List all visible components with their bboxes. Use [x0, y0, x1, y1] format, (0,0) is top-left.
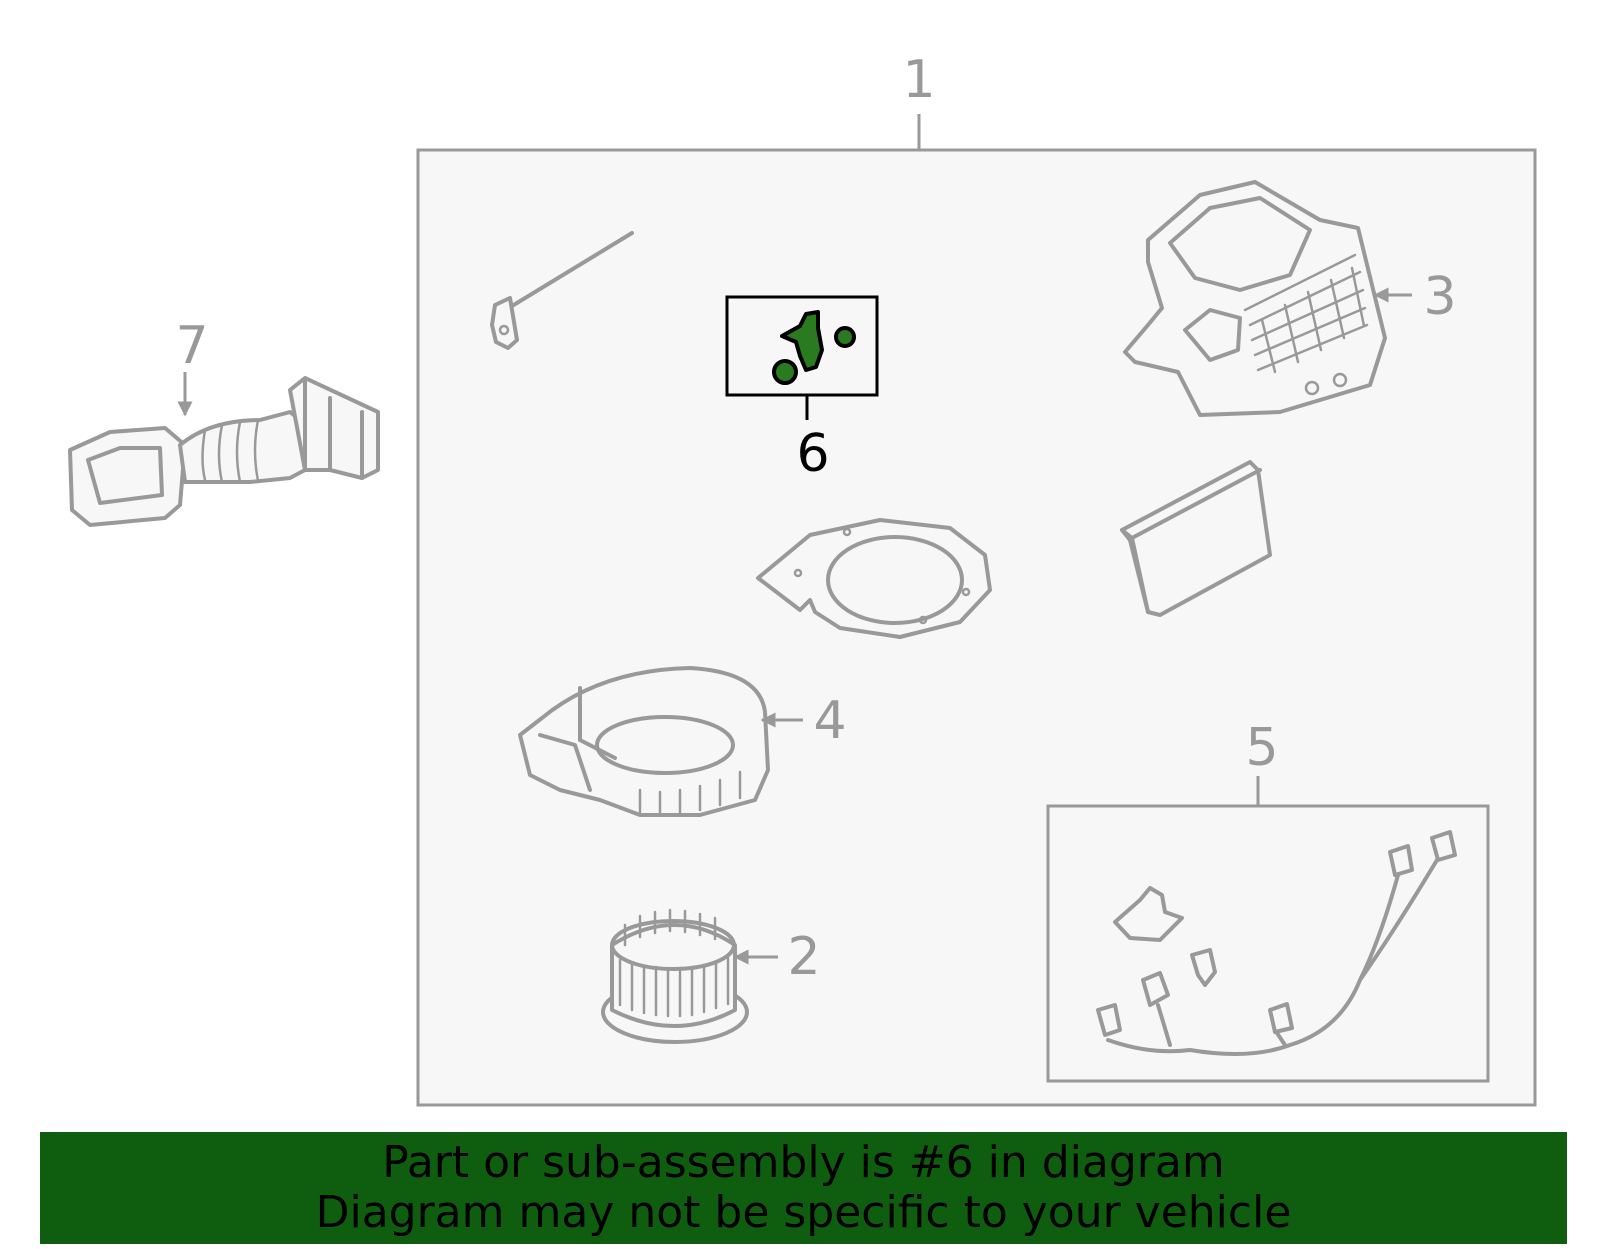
callout-6[interactable]: 6	[796, 424, 829, 484]
part-6-box[interactable]	[725, 295, 879, 420]
part-4-blower-case[interactable]	[518, 666, 770, 817]
part-5-wiring-harness[interactable]	[1096, 830, 1457, 1056]
part-7-air-duct[interactable]	[68, 376, 380, 527]
callout-1[interactable]: 1	[902, 50, 935, 110]
part-3-blower-housing[interactable]	[1123, 180, 1387, 417]
part-6-clips[interactable]	[772, 310, 856, 385]
banner-line-1: Part or sub-assembly is #6 in diagram	[382, 1137, 1225, 1188]
callout-5[interactable]: 5	[1245, 718, 1278, 778]
callout-2[interactable]: 2	[787, 927, 820, 987]
callout-4[interactable]: 4	[813, 691, 846, 751]
callout-7[interactable]: 7	[175, 316, 208, 376]
part-5-box[interactable]	[1046, 776, 1490, 1083]
info-banner: Part or sub-assembly is #6 in diagram Di…	[40, 1132, 1567, 1244]
control-rod	[490, 231, 634, 350]
gasket-plate	[756, 518, 992, 639]
cabin-filter	[1120, 460, 1272, 617]
banner-line-2: Diagram may not be specific to your vehi…	[315, 1187, 1292, 1238]
part-2-blower-motor[interactable]	[601, 908, 749, 1044]
callout-3[interactable]: 3	[1423, 267, 1456, 327]
